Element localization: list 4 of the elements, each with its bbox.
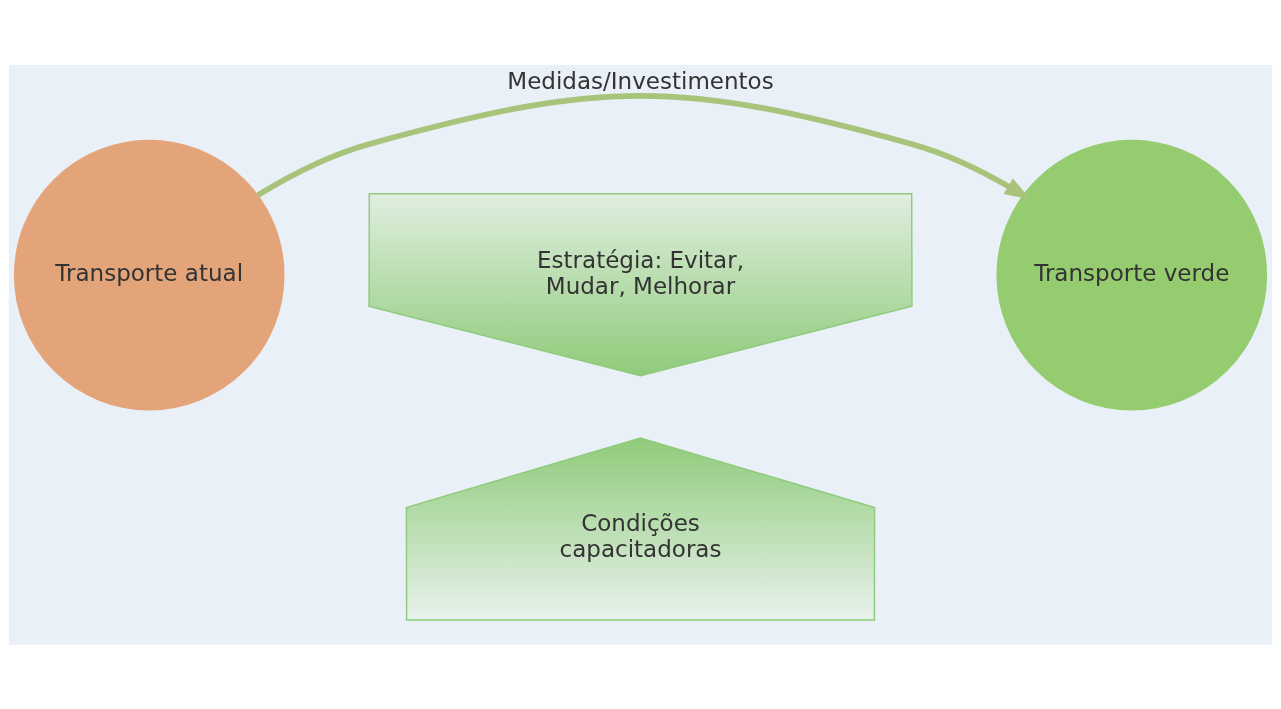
edge-label: Medidas/Investimentos <box>507 67 774 94</box>
arrow <box>256 92 1031 200</box>
node-circle: Transporte atual <box>13 139 285 410</box>
node-circle: Transporte verde <box>996 139 1268 410</box>
